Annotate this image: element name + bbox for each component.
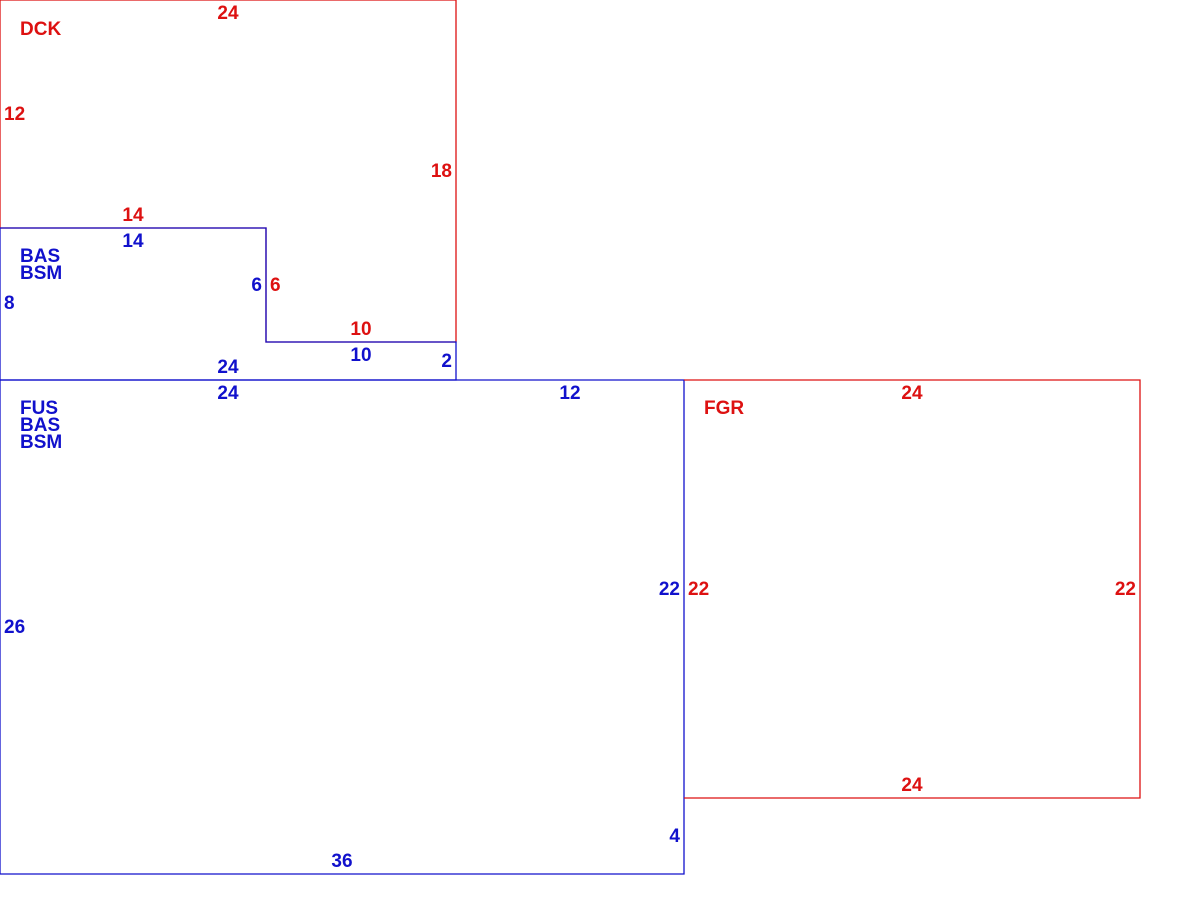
- fus-left-dimension: 26: [4, 617, 25, 638]
- fus-top-dimension-a: 24: [217, 383, 239, 404]
- fgr-outline: [684, 379, 1141, 799]
- bas-upper-area: BAS BSM 14 6 10 8 2 24: [0, 227, 457, 381]
- fus-right-dimension: 22: [659, 579, 680, 600]
- fus-code-2: BAS: [20, 415, 60, 436]
- dck-left-dimension: 12: [4, 104, 25, 125]
- fgr-area: FGR 24 22 22 24: [684, 379, 1141, 799]
- fgr-top-dimension: 24: [901, 383, 923, 404]
- bas-upper-step-bottom-dimension: 10: [350, 345, 371, 366]
- bas-upper-left-dimension: 8: [4, 293, 15, 314]
- fgr-bottom-dimension: 24: [901, 775, 923, 796]
- bas-upper-outline: [0, 227, 457, 381]
- dck-right-dimension: 18: [431, 161, 452, 182]
- dck-code: DCK: [20, 19, 61, 40]
- fgr-right-dimension: 22: [1115, 579, 1136, 600]
- dck-top-dimension: 24: [217, 3, 239, 24]
- dck-area: DCK 24 12 18 14 6 10: [0, 0, 457, 343]
- fus-code-1: FUS: [20, 398, 58, 419]
- dck-step-bottom-dimension: 10: [350, 319, 371, 340]
- fus-outline: [0, 379, 685, 875]
- fus-bottom-dimension: 36: [331, 851, 352, 872]
- fus-code-3: BSM: [20, 432, 62, 453]
- fus-right-lower-dimension: 4: [669, 826, 680, 847]
- bas-upper-right-dimension: 2: [441, 351, 452, 372]
- bas-upper-code-2: BSM: [20, 263, 62, 284]
- dck-outline: [0, 0, 457, 343]
- fgr-left-dimension: 22: [688, 579, 709, 600]
- bas-upper-step-dimension: 6: [251, 275, 262, 296]
- dck-step-side-dimension: 6: [270, 275, 281, 296]
- bas-upper-top-dimension: 14: [122, 231, 144, 252]
- bas-upper-bottom-dimension: 24: [217, 357, 239, 378]
- fus-area: FUS BAS BSM 24 12 26 22 4 36: [0, 379, 685, 875]
- bas-upper-code-1: BAS: [20, 246, 60, 267]
- dck-step-top-dimension: 14: [122, 205, 144, 226]
- fus-top-dimension-b: 12: [559, 383, 580, 404]
- fgr-code: FGR: [704, 398, 744, 419]
